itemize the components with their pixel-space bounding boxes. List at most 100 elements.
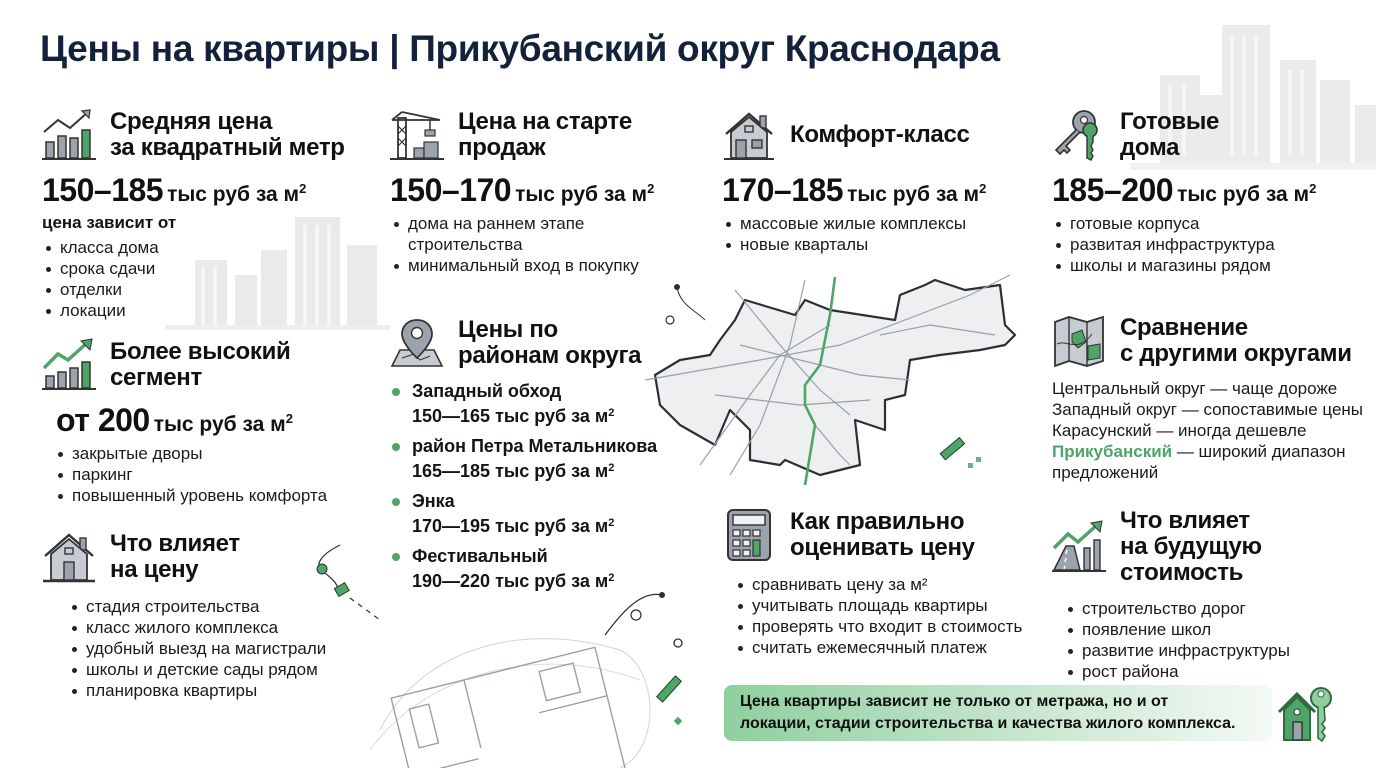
block-title-line2: продаж xyxy=(458,134,546,161)
list-item: проверять что входит в стоимость xyxy=(734,616,1022,637)
list-item: отделки xyxy=(42,279,345,300)
district-item: Энка 170—195 тыс руб за м2 xyxy=(390,490,657,537)
list-item: развитие инфраструктуры xyxy=(1064,640,1376,661)
bullet-list: дома на раннем этапе строительства миним… xyxy=(390,213,654,276)
depends-on-label: цена зависит от xyxy=(42,213,177,232)
keys-icon xyxy=(1054,110,1098,161)
list-item: готовые корпуса xyxy=(1052,213,1316,234)
district-item: район Петра Метальникова 165—185 тыс руб… xyxy=(390,435,657,482)
district-map-illustration xyxy=(644,274,1017,486)
comparison-line: Западный округ — сопоставимые цены xyxy=(1052,400,1364,419)
route-decoration xyxy=(316,544,381,620)
list-item: закрытые дворы xyxy=(54,443,327,464)
list-item: новые кварталы xyxy=(722,234,986,255)
summary-banner: Цена квартиры зависит не только от метра… xyxy=(724,685,1272,741)
page-title: Цены на квартиры | Прикубанский округ Кр… xyxy=(40,28,1000,69)
bullet-list: класса дома срока сдачи отделки локации xyxy=(42,237,345,321)
district-item: Фестивальный 190—220 тыс руб за м2 xyxy=(390,545,657,592)
block-title: Комфорт-класс xyxy=(790,121,970,148)
chart-growth-icon xyxy=(42,109,96,160)
map-pin-icon xyxy=(390,319,444,367)
block-title: Как правильно xyxy=(790,508,965,535)
bullet-list: стадия строительства класс жилого компле… xyxy=(68,596,326,701)
comparison-line-highlight: Прикубанский — широкий диапазон предложе… xyxy=(1052,442,1346,482)
block-title-line2: районам округа xyxy=(458,342,642,369)
house-key-icon xyxy=(1277,687,1332,743)
block-district-prices: Цены по районам округа Западный обход 15… xyxy=(390,316,657,600)
list-item: сравнивать цену за м² xyxy=(734,574,1022,595)
block-price-factors: Что влияет на цену стадия строительства … xyxy=(42,530,326,701)
city-skyline-left-decoration xyxy=(165,217,390,330)
calculator-icon xyxy=(727,509,771,561)
bullet-list: закрытые дворы паркинг повышенный уровен… xyxy=(54,443,327,506)
floor-plan-illustration xyxy=(369,638,651,768)
list-item: удобный выезд на магистрали xyxy=(68,638,326,659)
block-evaluate-price: Как правильно оценивать цену сравнивать … xyxy=(722,508,1022,658)
list-item: дома на раннем этапе xyxy=(390,213,654,234)
city-skyline-top-right-decoration xyxy=(1130,25,1376,170)
block-title: Цена на старте xyxy=(458,108,632,135)
chart-growth-green-icon xyxy=(42,338,96,390)
bullet-list: сравнивать цену за м² учитывать площадь … xyxy=(734,574,1022,658)
bullet-list: готовые корпуса развитая инфраструктура … xyxy=(1052,213,1316,276)
block-title-line2: на будущую стоимость xyxy=(1120,533,1262,586)
district-list: Западный обход 150—165 тыс руб за м2 рай… xyxy=(390,380,657,592)
block-title: Готовые xyxy=(1120,108,1220,135)
list-item: паркинг xyxy=(54,464,327,485)
banner-line-2: локации, стадии строительства и качества… xyxy=(740,715,1236,732)
list-item: развитая инфраструктура xyxy=(1052,234,1316,255)
block-title: Средняя цена xyxy=(110,108,273,135)
list-item: минимальный вход в покупку xyxy=(390,255,654,276)
block-title: Что влияет xyxy=(110,530,240,557)
district-item: Западный обход 150—165 тыс руб за м2 xyxy=(390,380,657,427)
list-item: срока сдачи xyxy=(42,258,345,279)
list-item: учитывать площадь квартиры xyxy=(734,595,1022,616)
list-item: школы и детские сады рядом xyxy=(68,659,326,680)
block-title: Более высокий xyxy=(110,338,291,365)
list-item: рост района xyxy=(1064,661,1376,682)
block-title-line2: за квадратный метр xyxy=(110,134,345,161)
list-item: школы и магазины рядом xyxy=(1052,255,1316,276)
route-decoration-2 xyxy=(604,592,683,726)
list-item: класса дома xyxy=(42,237,345,258)
crane-icon xyxy=(390,111,444,160)
folded-map-icon xyxy=(1054,315,1104,368)
list-item: планировка квартиры xyxy=(68,680,326,701)
block-title-line2: дома xyxy=(1120,134,1180,161)
list-item: строительство дорог xyxy=(1064,598,1376,619)
banner-line-1: Цена квартиры зависит не только от метра… xyxy=(740,693,1169,710)
block-title: Цены по xyxy=(458,316,558,343)
list-item: массовые жилые комплексы xyxy=(722,213,986,234)
block-title: Что влияет xyxy=(1120,507,1250,534)
block-title-line2: оценивать цену xyxy=(790,534,975,561)
list-item: локации xyxy=(42,300,345,321)
bullet-list: массовые жилые комплексы новые кварталы xyxy=(722,213,986,255)
list-item: класс жилого комплекса xyxy=(68,617,326,638)
house-icon xyxy=(43,533,95,583)
house-icon xyxy=(724,112,774,160)
comparison-line: Карасунский — иногда дешевле xyxy=(1052,421,1307,440)
comparison-list: Центральный округ — чаще дороже Западный… xyxy=(1052,378,1363,483)
block-title-line2: сегмент xyxy=(110,364,202,391)
block-compare-districts: Сравнение с другими округами Центральный… xyxy=(1052,314,1363,483)
block-future-value: Что влияет на будущую стоимость строител… xyxy=(1052,508,1376,682)
block-title: Сравнение xyxy=(1120,314,1248,341)
list-item: считать ежемесячный платеж xyxy=(734,637,1022,658)
block-title-line2: на цену xyxy=(110,556,199,583)
bullet-list: строительство дорог появление школ разви… xyxy=(1064,598,1376,682)
list-item: стадия строительства xyxy=(68,596,326,617)
comparison-line: Центральный округ — чаще дороже xyxy=(1052,379,1338,398)
list-item: появление школ xyxy=(1064,619,1376,640)
list-item: строительства xyxy=(408,235,523,254)
road-growth-icon xyxy=(1052,520,1106,572)
list-item: повышенный уровень комфорта xyxy=(54,485,327,506)
